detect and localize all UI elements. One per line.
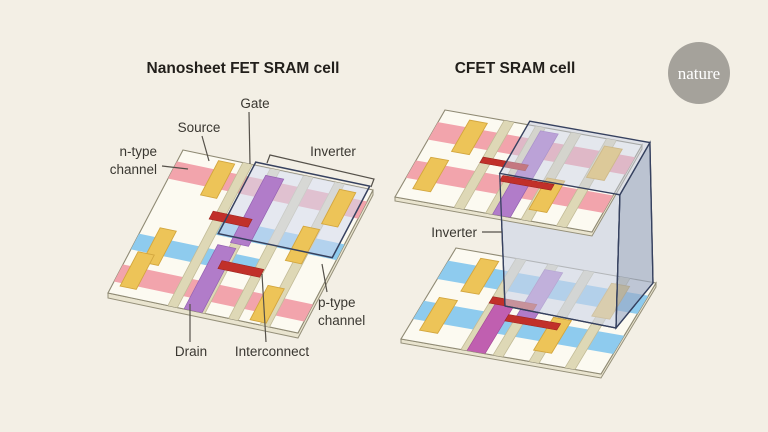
inverter-box-edge	[615, 194, 621, 329]
interconnect-label: Interconnect	[235, 344, 310, 359]
inverter-box-edge	[649, 142, 654, 284]
nature-logo: nature	[668, 42, 730, 104]
nature-logo-text: nature	[678, 64, 720, 83]
p-type-pointer-line	[321, 263, 328, 293]
inverter-box-top-face	[500, 121, 650, 195]
contact-pad	[529, 178, 565, 212]
source-contact	[201, 161, 235, 199]
left-diagram-callouts: Gate Source n-type channel Inverter p-ty…	[110, 96, 375, 359]
p-type-channel-label-line2: channel	[318, 313, 365, 328]
interconnect-pointer-line	[261, 273, 267, 343]
right-panel-title: CFET SRAM cell	[455, 60, 576, 77]
inverter-bracket	[266, 154, 375, 188]
inverter-label: Inverter	[310, 144, 356, 159]
contact-pad	[587, 146, 623, 180]
inverter-outline	[218, 162, 370, 258]
gate-bar	[230, 175, 283, 246]
contact-pad	[461, 258, 499, 294]
inverter-region-tint	[218, 162, 370, 258]
drain-label: Drain	[175, 344, 207, 359]
interconnect-bar	[209, 211, 252, 227]
gate-pointer-line	[248, 111, 251, 165]
n-type-pointer-line	[161, 165, 189, 170]
right-diagram-callouts: Inverter	[431, 225, 502, 240]
contact-pad	[413, 157, 449, 191]
cfet-sram-diagram	[389, 108, 665, 379]
contact-pad	[250, 285, 284, 323]
interconnect-bar	[505, 315, 561, 330]
inverter-box-edge	[499, 173, 506, 307]
left-panel-title: Nanosheet FET SRAM cell	[147, 60, 340, 77]
contact-pad	[285, 226, 319, 264]
inverter-label: Inverter	[431, 225, 477, 240]
contact-pad	[322, 189, 356, 227]
interconnect-bar	[218, 261, 264, 278]
n-type-channel-label-line1: n-type	[119, 144, 157, 159]
contact-pad	[534, 317, 572, 353]
nanosheet-fet-sram-diagram	[101, 146, 382, 340]
contact-pad	[420, 297, 458, 333]
nature-logo-circle	[668, 42, 730, 104]
n-type-channel-label-line2: channel	[110, 162, 157, 177]
source-label: Source	[178, 120, 221, 135]
p-type-channel-label-line1: p-type	[318, 295, 356, 310]
contact-pad	[452, 120, 488, 154]
gate-label: Gate	[240, 96, 269, 111]
source-pointer-line	[201, 135, 210, 162]
interconnect-bar	[480, 157, 529, 171]
interconnect-bar	[500, 175, 554, 190]
contact-pad	[120, 252, 154, 290]
inverter-box-bottom-edge	[504, 282, 654, 329]
